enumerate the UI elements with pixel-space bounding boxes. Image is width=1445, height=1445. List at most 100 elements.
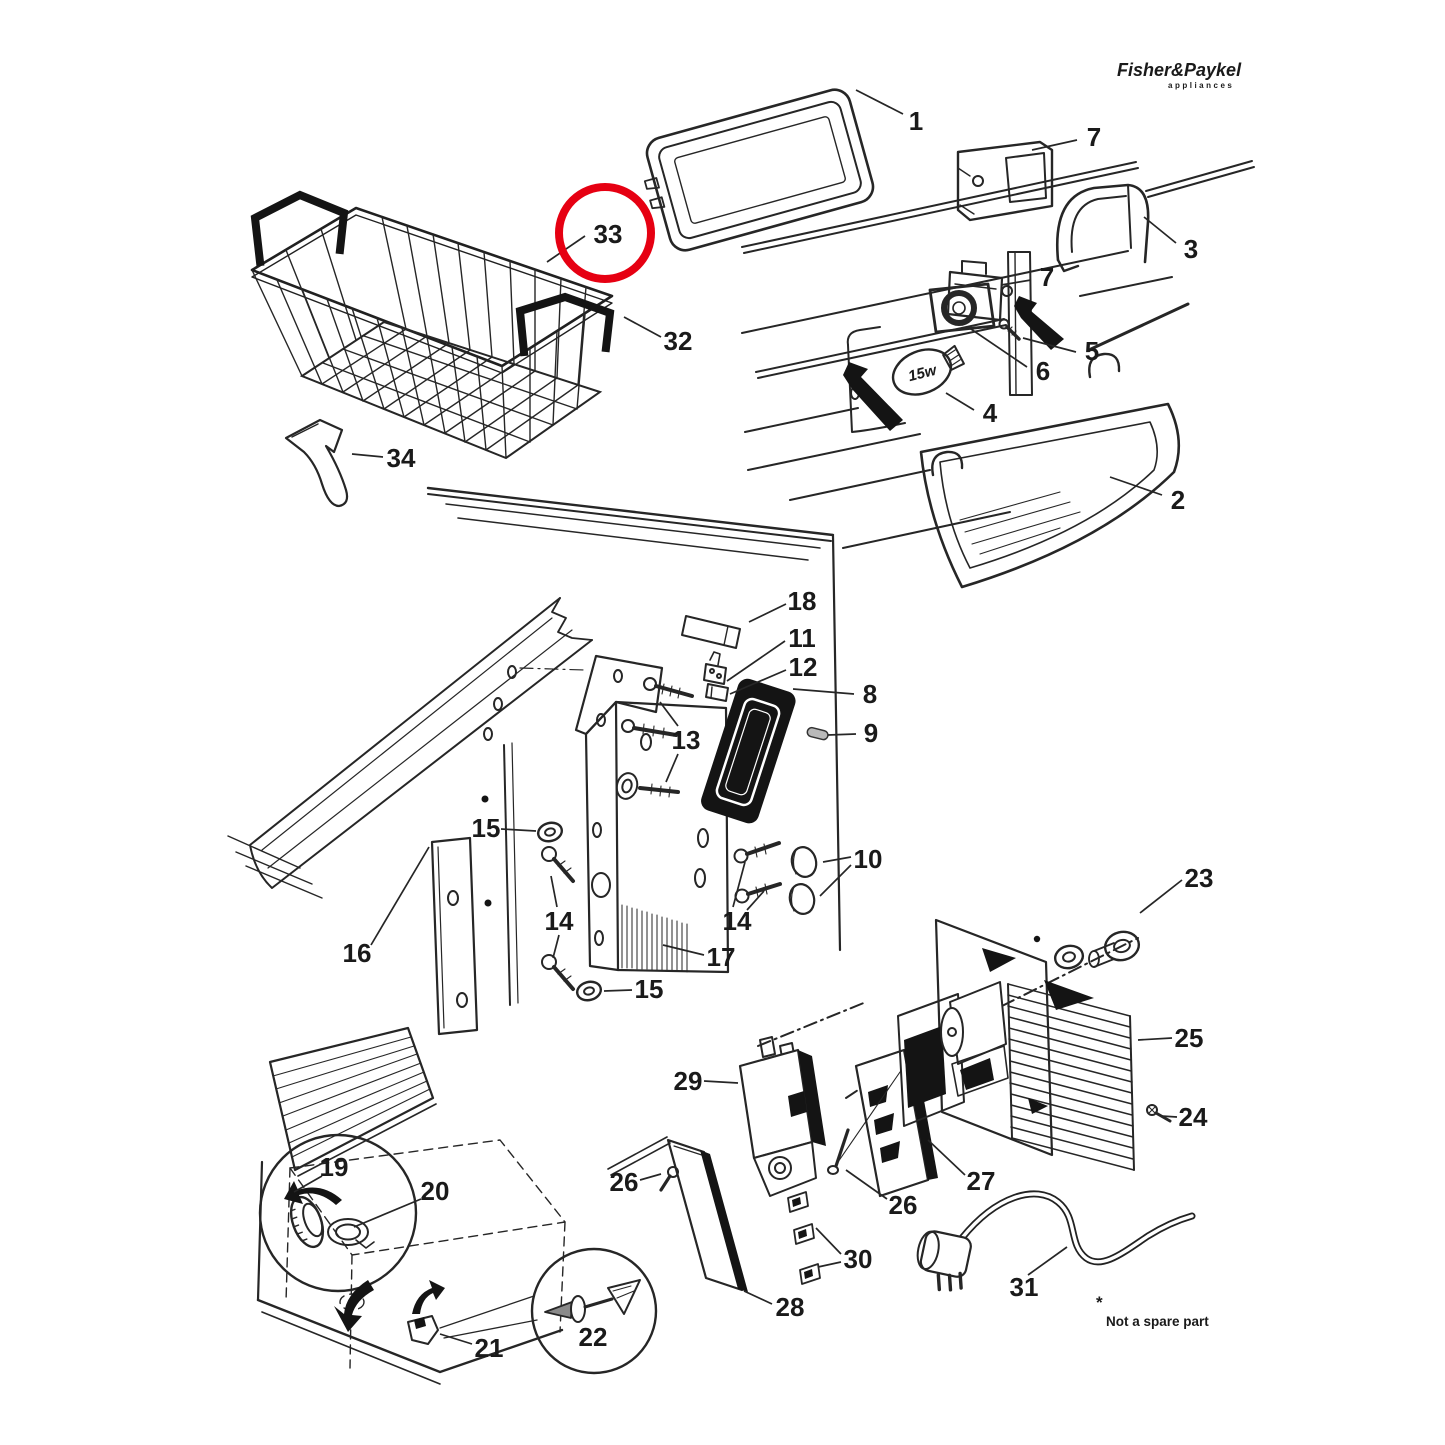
bracket-12-art [705, 683, 729, 702]
leader-line [353, 1198, 422, 1228]
leader-line [748, 603, 787, 623]
basket-art [250, 190, 615, 460]
leader-line [819, 864, 852, 897]
callout-layer: 1737564233323418111289131514161417151023… [293, 89, 1214, 1363]
bracket-11-art [703, 651, 727, 685]
callout-20: 20 [421, 1176, 450, 1206]
lamp-socket-art [928, 282, 996, 334]
footnote-text: Not a spare part [1106, 1314, 1209, 1329]
leader-line [603, 989, 633, 992]
lamp-screw-art [998, 318, 1021, 341]
leader-line [662, 944, 705, 956]
leader-line [1109, 476, 1163, 496]
leader-line [351, 453, 384, 458]
leader-line [732, 861, 746, 908]
callout-21: 21 [475, 1333, 504, 1363]
leader-line [746, 890, 765, 911]
drain-plug-inset-art [439, 1247, 658, 1375]
basket-handle-art [515, 292, 615, 357]
plate-16-art [430, 836, 479, 1036]
install-arrow-icon [843, 362, 903, 431]
open-lid-strip-art [227, 597, 593, 899]
grommet-art [1033, 930, 1141, 970]
leader-line [845, 1169, 888, 1200]
callout-19: 19 [320, 1152, 349, 1182]
callout-10: 10 [854, 844, 883, 874]
callout-26: 26 [889, 1190, 918, 1220]
leader-line [500, 828, 537, 832]
brand-logo: Fisher&Paykel appliances [1117, 60, 1242, 90]
callout-2: 2 [1171, 485, 1185, 515]
callout-6: 6 [1036, 356, 1050, 386]
leader-line [1027, 1246, 1068, 1276]
torsion-bar-art [681, 615, 741, 649]
leader-line [623, 316, 662, 338]
bulb-wattage-label: 15w [907, 361, 940, 385]
cabinet-corner-art [426, 486, 842, 1006]
bulb-art: 15w [891, 344, 965, 396]
callout-18: 18 [788, 586, 817, 616]
screws-caps-right-art [733, 841, 818, 915]
leader-line [822, 856, 852, 863]
leader-line [550, 875, 558, 908]
leader-line [729, 669, 787, 695]
leader-line [1137, 1037, 1173, 1041]
scraper-art [284, 418, 349, 508]
leader-line [792, 688, 855, 695]
rotate-arrow-icon [412, 1280, 445, 1314]
leader-line [293, 1175, 323, 1193]
leader-line [439, 1333, 473, 1345]
not-spare-part-dot [1033, 935, 1041, 943]
callout-14: 14 [723, 906, 752, 936]
condenser-art [897, 918, 1135, 1171]
callout-11: 11 [788, 623, 816, 653]
screw-26-art [659, 1166, 679, 1192]
footnote-marker: * [1096, 1293, 1103, 1312]
callout-15: 15 [635, 974, 664, 1004]
callout-29: 29 [674, 1066, 703, 1096]
knob-inset-art [258, 1133, 418, 1293]
leader-line [370, 846, 430, 946]
callout-27: 27 [967, 1166, 996, 1196]
callout-26: 26 [610, 1167, 639, 1197]
clips-art [787, 1191, 821, 1285]
callout-24: 24 [1179, 1102, 1208, 1132]
leader-line [827, 733, 857, 736]
footnote: * Not a spare part [1096, 1293, 1209, 1329]
callout-4: 4 [983, 398, 998, 428]
leader-line [703, 1080, 739, 1084]
washer-screw-left-art [536, 821, 603, 1002]
callout-31: 31 [1010, 1272, 1039, 1302]
panel-28-art [607, 1136, 748, 1292]
leader-line [1160, 1115, 1178, 1118]
callout-22: 22 [579, 1322, 608, 1352]
hinge-bracket-art [574, 654, 730, 974]
callout-13: 13 [672, 725, 701, 755]
cabinet-top-rails-art [741, 160, 1255, 549]
leader-line [815, 1227, 842, 1255]
callout-15: 15 [472, 813, 501, 843]
leader-line [1139, 879, 1183, 914]
callout-7: 7 [1087, 122, 1101, 152]
hinge-cap-art [701, 678, 796, 824]
callout-34: 34 [387, 443, 416, 473]
highlight-circle [555, 183, 655, 283]
callout-33: 33 [594, 219, 623, 249]
power-cord-art [916, 1190, 1196, 1292]
leader-line [1000, 279, 1032, 286]
leader-line [817, 1261, 842, 1268]
install-arrow-icon [1014, 296, 1064, 350]
leader-line [743, 1290, 773, 1305]
callout-23: 23 [1185, 863, 1214, 893]
callout-12: 12 [789, 652, 818, 682]
relay-art [738, 1036, 826, 1197]
lamp-bracket-art [956, 140, 1054, 222]
callout-5: 5 [1085, 336, 1099, 366]
callout-7: 7 [1040, 262, 1054, 292]
callout-8: 8 [863, 679, 877, 709]
leader-line [927, 1139, 966, 1176]
leader-line [1031, 139, 1078, 151]
leader-line [945, 392, 975, 411]
